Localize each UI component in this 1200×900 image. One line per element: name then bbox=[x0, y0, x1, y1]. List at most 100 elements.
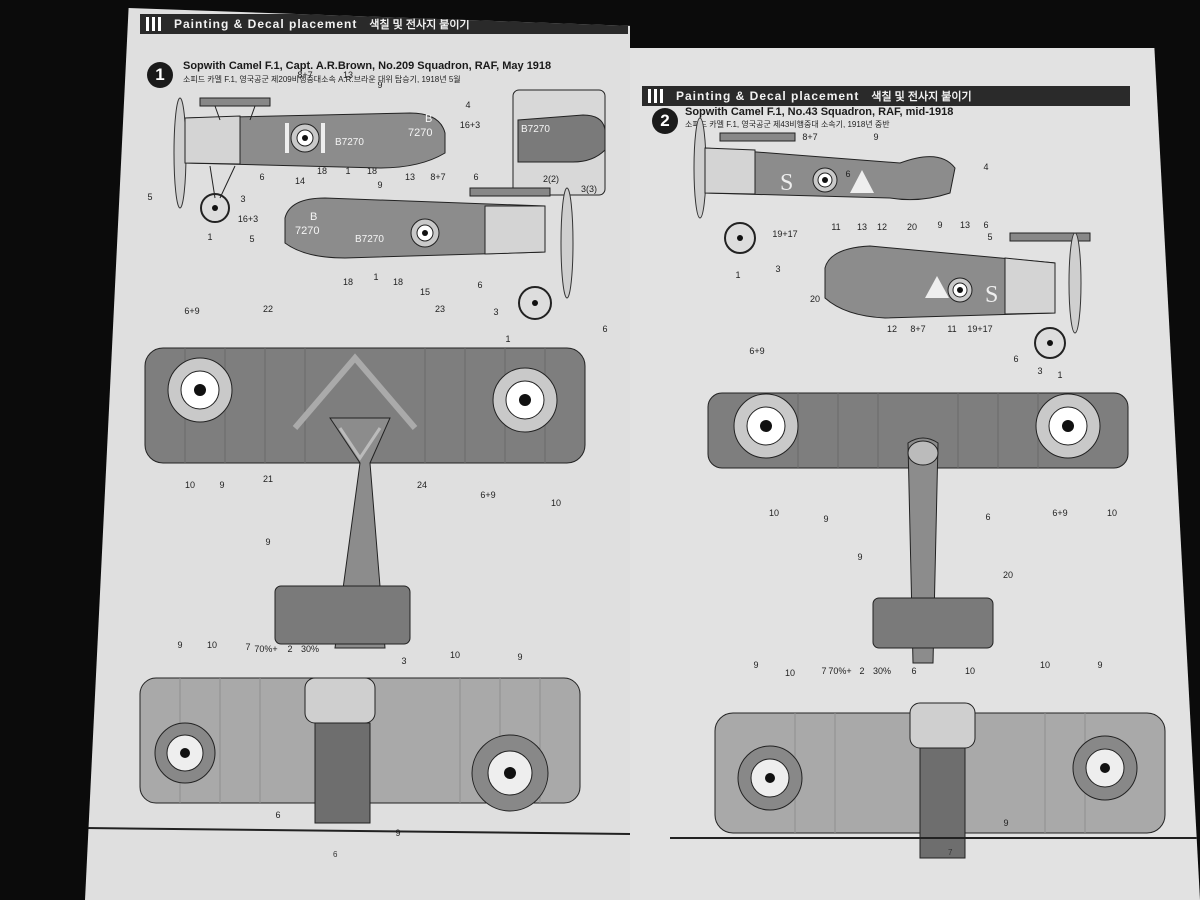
svg-text:10: 10 bbox=[785, 668, 795, 678]
svg-text:10: 10 bbox=[450, 650, 460, 660]
svg-text:9: 9 bbox=[177, 640, 182, 650]
svg-text:30%: 30% bbox=[301, 644, 319, 654]
callout-label: 20 bbox=[907, 222, 917, 232]
instruction-page-left: Painting & Decal placement 색칠 및 전사지 붙이기 … bbox=[85, 8, 630, 900]
svg-text:18: 18 bbox=[343, 277, 353, 287]
svg-text:3: 3 bbox=[401, 656, 406, 666]
svg-text:30%: 30% bbox=[873, 666, 891, 676]
callout-label: 10 bbox=[769, 508, 779, 518]
banner-bars-icon bbox=[146, 17, 164, 31]
svg-text:1: 1 bbox=[373, 272, 378, 282]
callout-label: 1 bbox=[345, 166, 350, 176]
callout-label: 24 bbox=[417, 480, 427, 490]
callout-label: 8+7 bbox=[802, 132, 817, 142]
svg-text:1: 1 bbox=[207, 232, 212, 242]
svg-text:10: 10 bbox=[207, 640, 217, 650]
svg-text:9: 9 bbox=[823, 514, 828, 524]
svg-text:8+7: 8+7 bbox=[297, 70, 312, 80]
svg-text:9: 9 bbox=[265, 537, 270, 547]
callout-label: 9 bbox=[753, 660, 758, 670]
svg-text:2: 2 bbox=[859, 666, 864, 676]
top-view bbox=[707, 392, 1129, 664]
callout-label: 14 bbox=[295, 176, 305, 186]
callout-label: 3 bbox=[240, 194, 245, 204]
callout-label: 6 bbox=[983, 220, 988, 230]
painting-diagram-right: S S bbox=[670, 117, 1200, 859]
callout-label: 12 bbox=[887, 324, 897, 334]
callout-label: 9 bbox=[377, 80, 382, 90]
serial-top-text-2: B bbox=[310, 211, 317, 223]
svg-text:10: 10 bbox=[1040, 660, 1050, 670]
svg-text:24: 24 bbox=[417, 480, 427, 490]
callout-label: 9 bbox=[857, 552, 862, 562]
callout-label: 70%+ bbox=[828, 666, 851, 676]
callout-label: 22 bbox=[263, 304, 273, 314]
svg-text:6: 6 bbox=[983, 220, 988, 230]
svg-text:10: 10 bbox=[965, 666, 975, 676]
callout-label: 4 bbox=[465, 100, 470, 110]
scheme-title: Sopwith Camel F.1, Capt. A.R.Brown, No.2… bbox=[183, 60, 552, 72]
side-view-starboard: S bbox=[824, 232, 1091, 359]
callout-label: 10 bbox=[551, 498, 561, 508]
scheme-subtitle: 소피드 카멜 F.1, 영국공군 제43비행중대 소속기, 1918년 중반 bbox=[685, 120, 890, 129]
inset-label-a: 2(2) bbox=[543, 174, 559, 184]
callout-label: 6 bbox=[911, 666, 916, 676]
svg-text:8+7: 8+7 bbox=[910, 324, 925, 334]
callout-label: 9 bbox=[823, 514, 828, 524]
svg-text:12: 12 bbox=[887, 324, 897, 334]
callout-label: 13 bbox=[405, 172, 415, 182]
callout-label: 6 bbox=[259, 172, 264, 182]
svg-text:11: 11 bbox=[831, 222, 840, 232]
callout-label: 9 bbox=[395, 828, 400, 838]
callout-label: 9 bbox=[265, 537, 270, 547]
callout-label: 1 bbox=[373, 272, 378, 282]
svg-text:10: 10 bbox=[551, 498, 561, 508]
banner-title-kr: 색칠 및 전사지 붙이기 bbox=[871, 91, 972, 103]
callout-label: 9 bbox=[177, 640, 182, 650]
svg-text:19+17: 19+17 bbox=[772, 229, 797, 239]
svg-text:10: 10 bbox=[769, 508, 779, 518]
svg-text:9: 9 bbox=[1097, 660, 1102, 670]
bottom-view bbox=[139, 677, 581, 824]
svg-text:9: 9 bbox=[219, 480, 224, 490]
svg-text:9: 9 bbox=[377, 80, 382, 90]
callout-label: 6+9 bbox=[480, 490, 495, 500]
svg-text:9: 9 bbox=[377, 180, 382, 190]
svg-text:3: 3 bbox=[240, 194, 245, 204]
callout-label: 3 bbox=[1037, 366, 1042, 376]
callout-label: 20 bbox=[810, 294, 820, 304]
svg-text:1: 1 bbox=[1057, 370, 1062, 380]
svg-text:7: 7 bbox=[245, 642, 250, 652]
tail-detail-inset: B7270 2(2) 3(3) bbox=[512, 89, 606, 196]
callout-label: 7 bbox=[245, 642, 250, 652]
callout-label: 19+17 bbox=[772, 229, 797, 239]
svg-text:6: 6 bbox=[911, 666, 916, 676]
callout-label: 9 bbox=[937, 220, 942, 230]
svg-text:2: 2 bbox=[287, 644, 292, 654]
callout-label: 6+9 bbox=[749, 346, 764, 356]
inset-serial: B7270 bbox=[521, 124, 550, 135]
svg-text:6: 6 bbox=[473, 172, 478, 182]
svg-text:5: 5 bbox=[147, 192, 152, 202]
svg-text:6: 6 bbox=[275, 810, 280, 820]
callout-label: 23 bbox=[435, 304, 445, 314]
svg-text:1: 1 bbox=[735, 270, 740, 280]
callout-label: 18 bbox=[367, 166, 377, 176]
svg-text:70%+: 70%+ bbox=[828, 666, 851, 676]
svg-text:9: 9 bbox=[873, 132, 878, 142]
serial-bottom-text: 7270 bbox=[408, 127, 432, 139]
callout-label: 5 bbox=[147, 192, 152, 202]
callout-label: 4 bbox=[983, 162, 988, 172]
callout-label: 9 bbox=[517, 652, 522, 662]
callout-label: 6 bbox=[845, 169, 850, 179]
svg-text:6+9: 6+9 bbox=[1052, 508, 1067, 518]
svg-text:5: 5 bbox=[249, 234, 254, 244]
callout-label: 6 bbox=[602, 324, 607, 334]
svg-text:4: 4 bbox=[983, 162, 988, 172]
callout-label: 10 bbox=[450, 650, 460, 660]
svg-text:4: 4 bbox=[465, 100, 470, 110]
scheme-number-badge: 2 bbox=[652, 108, 678, 134]
serial-top-text: B bbox=[425, 113, 432, 125]
callout-label: 21 bbox=[263, 474, 273, 484]
